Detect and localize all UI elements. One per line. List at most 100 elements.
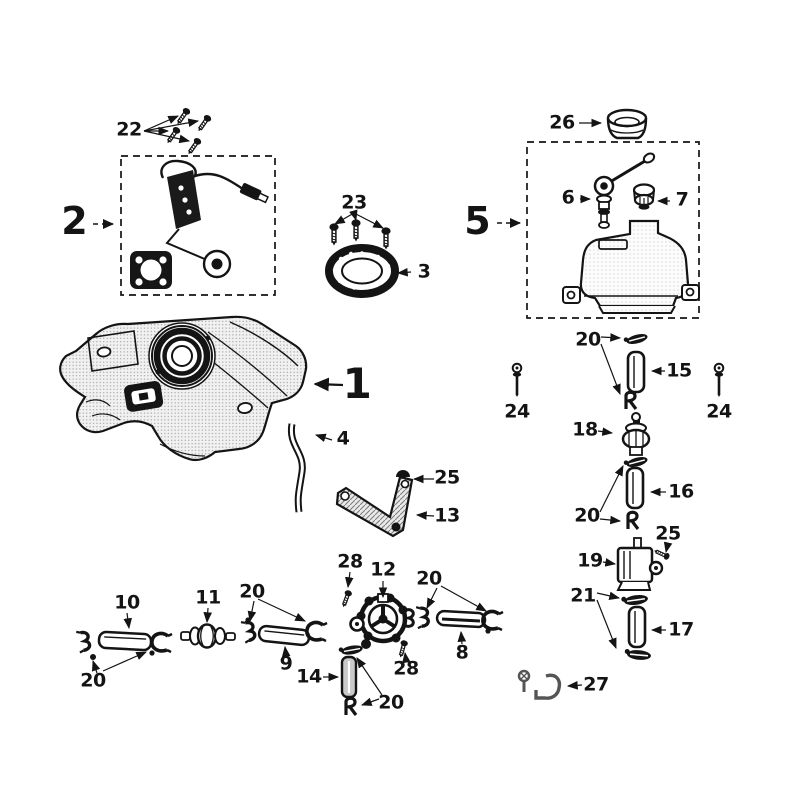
leader-lines-20b bbox=[599, 465, 624, 525]
cap-7-drawing bbox=[632, 183, 656, 210]
screw-24-right-drawing bbox=[713, 362, 725, 399]
fuel-gauge-sender-drawing bbox=[130, 159, 270, 289]
callout-1: 1 bbox=[342, 359, 372, 408]
clip-left-of-8 bbox=[414, 604, 431, 630]
callout-16: 16 bbox=[668, 480, 694, 503]
clip-above-14 bbox=[337, 642, 365, 658]
screw-25b-drawing bbox=[652, 546, 672, 562]
callout-24b: 24 bbox=[706, 400, 732, 423]
screws-22-drawing bbox=[163, 105, 214, 158]
leader-lines-20e bbox=[426, 585, 487, 612]
callout-20a: 20 bbox=[575, 328, 601, 351]
callout-20b: 20 bbox=[574, 504, 600, 527]
leader-line-3 bbox=[396, 267, 412, 277]
callout-11: 11 bbox=[195, 586, 221, 609]
leader-line-10 bbox=[123, 612, 132, 630]
leader-lines-20c bbox=[91, 651, 147, 674]
callout-25b: 25 bbox=[655, 522, 681, 545]
leader-lines-23 bbox=[334, 209, 384, 229]
fuel-cap-26-drawing bbox=[606, 108, 648, 140]
leader-line-28a bbox=[345, 571, 354, 589]
leader-line-1 bbox=[313, 377, 344, 392]
callout-8: 8 bbox=[455, 641, 469, 664]
leader-lines-22 bbox=[143, 115, 200, 144]
leader-line-18 bbox=[597, 427, 614, 436]
leader-line-28b bbox=[402, 651, 411, 664]
leader-lines-20f bbox=[356, 657, 383, 706]
group-2-box bbox=[120, 155, 276, 296]
clip-left-of-9 bbox=[239, 618, 258, 645]
oil-tank-drawing bbox=[562, 219, 700, 314]
lock-ring-3-drawing bbox=[325, 244, 399, 298]
callout-10: 10 bbox=[114, 591, 140, 614]
callout-20d: 20 bbox=[239, 580, 265, 603]
callout-27: 27 bbox=[583, 673, 609, 696]
leader-line-27 bbox=[566, 680, 583, 690]
oil-pump-6-drawing bbox=[593, 152, 656, 229]
callout-9: 9 bbox=[279, 652, 293, 675]
clip-right-of-9 bbox=[305, 620, 329, 643]
clip-21-bottom bbox=[623, 647, 653, 662]
hose-4-drawing bbox=[287, 423, 306, 513]
callout-26: 26 bbox=[549, 111, 575, 134]
clamp-27-drawing bbox=[517, 669, 562, 700]
tube-17-drawing bbox=[627, 605, 647, 649]
hose-9-drawing bbox=[257, 624, 311, 647]
clip-above-15 bbox=[622, 331, 650, 348]
pump-19-drawing bbox=[616, 537, 664, 591]
group-5-box bbox=[526, 141, 700, 319]
leader-line-4 bbox=[314, 433, 333, 443]
leader-lines-20d bbox=[247, 598, 306, 623]
leader-line-19 bbox=[602, 558, 617, 567]
leader-line-11 bbox=[203, 607, 213, 624]
clip-21-top bbox=[620, 592, 650, 608]
callout-24a: 24 bbox=[504, 400, 530, 423]
callout-17: 17 bbox=[668, 618, 694, 641]
callout-20c: 20 bbox=[80, 669, 106, 692]
clip-right-of-10 bbox=[150, 631, 174, 654]
hose-10-drawing bbox=[97, 630, 153, 652]
callout-25a: 25 bbox=[434, 466, 460, 489]
callout-7: 7 bbox=[675, 188, 689, 211]
clip-left-of-10 bbox=[74, 628, 93, 655]
callout-15: 15 bbox=[666, 359, 692, 382]
callout-13: 13 bbox=[434, 504, 460, 527]
callout-19: 19 bbox=[577, 549, 603, 572]
clip-screw-dot bbox=[149, 650, 155, 656]
callout-4: 4 bbox=[336, 427, 350, 450]
clip-below-15 bbox=[624, 390, 638, 411]
callout-12: 12 bbox=[370, 558, 396, 581]
callout-20e: 20 bbox=[416, 567, 442, 590]
leader-lines-20a bbox=[600, 333, 622, 396]
clip-below-16 bbox=[626, 510, 640, 531]
leader-line-8 bbox=[457, 630, 467, 645]
callout-23: 23 bbox=[341, 191, 367, 214]
callout-20f: 20 bbox=[378, 691, 404, 714]
callout-28b: 28 bbox=[393, 657, 419, 680]
callout-18: 18 bbox=[572, 418, 598, 441]
leader-line-9 bbox=[281, 645, 291, 658]
leader-line-25b bbox=[663, 541, 673, 554]
screw-28b-drawing bbox=[396, 638, 410, 660]
fuel-filter-11-drawing bbox=[180, 623, 236, 649]
callout-2: 2 bbox=[61, 199, 87, 243]
tube-15-drawing bbox=[626, 350, 646, 394]
callout-22: 22 bbox=[116, 118, 142, 141]
fuel-tank-1-drawing bbox=[59, 315, 308, 462]
callout-14: 14 bbox=[296, 665, 322, 688]
hose-8-drawing bbox=[435, 609, 487, 629]
screw-28a-drawing bbox=[339, 588, 354, 610]
tube-16-drawing bbox=[625, 466, 645, 510]
leader-lines-21 bbox=[596, 591, 621, 650]
screw-24-left-drawing bbox=[511, 362, 523, 399]
bracket-13-drawing bbox=[335, 475, 414, 538]
callout-6: 6 bbox=[561, 186, 575, 209]
callout-21: 21 bbox=[570, 584, 596, 607]
valve-18-drawing bbox=[621, 412, 651, 456]
hose-14-drawing bbox=[340, 655, 358, 699]
clip-screw-dot bbox=[485, 628, 491, 634]
callout-3: 3 bbox=[417, 260, 431, 283]
callout-5: 5 bbox=[464, 199, 490, 243]
